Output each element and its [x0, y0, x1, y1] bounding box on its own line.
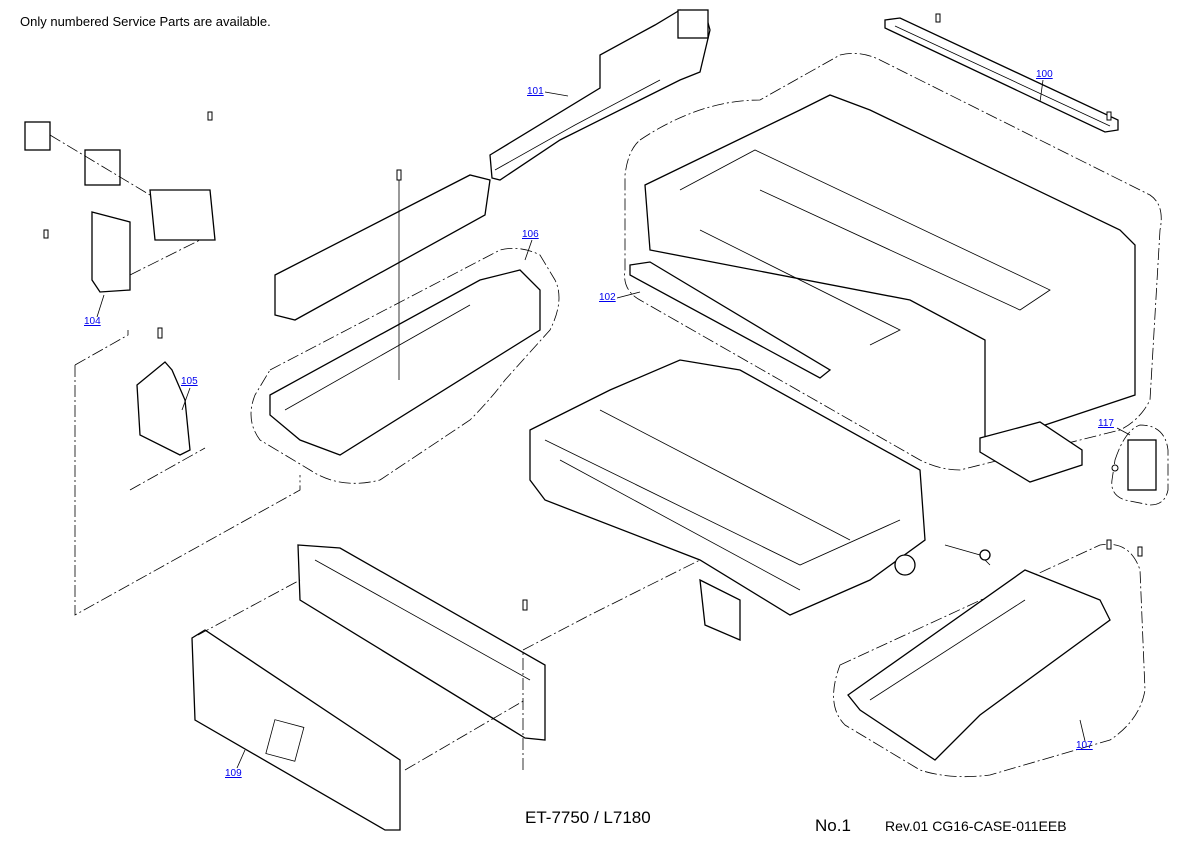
part-104-interface-cover: [24, 111, 216, 293]
callout-102[interactable]: 102: [599, 292, 616, 303]
callout-117[interactable]: 117: [1098, 418, 1114, 429]
callout-106[interactable]: 106: [522, 229, 539, 240]
part-100-rear-cover: [884, 13, 1119, 133]
part-109-panel-cover: [191, 544, 701, 831]
part-117-tank-frame: [979, 421, 1169, 506]
part-102-upper-housing: [624, 52, 1162, 471]
availability-note: Only numbered Service Parts are availabl…: [20, 14, 271, 29]
printer-mechanism: [529, 359, 926, 641]
part-101-frame: [489, 9, 711, 181]
callout-109[interactable]: 109: [225, 768, 242, 779]
callout-104[interactable]: 104: [84, 316, 101, 327]
part-105-side-cover: [74, 327, 301, 616]
revision-code: Rev.01 CG16-CASE-011EEB: [885, 818, 1067, 834]
part-106-lower-housing-left: [250, 169, 560, 484]
callout-105[interactable]: 105: [181, 376, 198, 387]
model-name: ET-7750 / L7180: [525, 808, 651, 827]
callout-101[interactable]: 101: [527, 86, 544, 97]
callout-100[interactable]: 100: [1036, 69, 1053, 80]
leader-lines: [96, 79, 1131, 769]
part-107-lower-housing-right: [833, 539, 1146, 778]
page-number: No.1: [815, 816, 851, 835]
callout-107[interactable]: 107: [1076, 740, 1093, 751]
